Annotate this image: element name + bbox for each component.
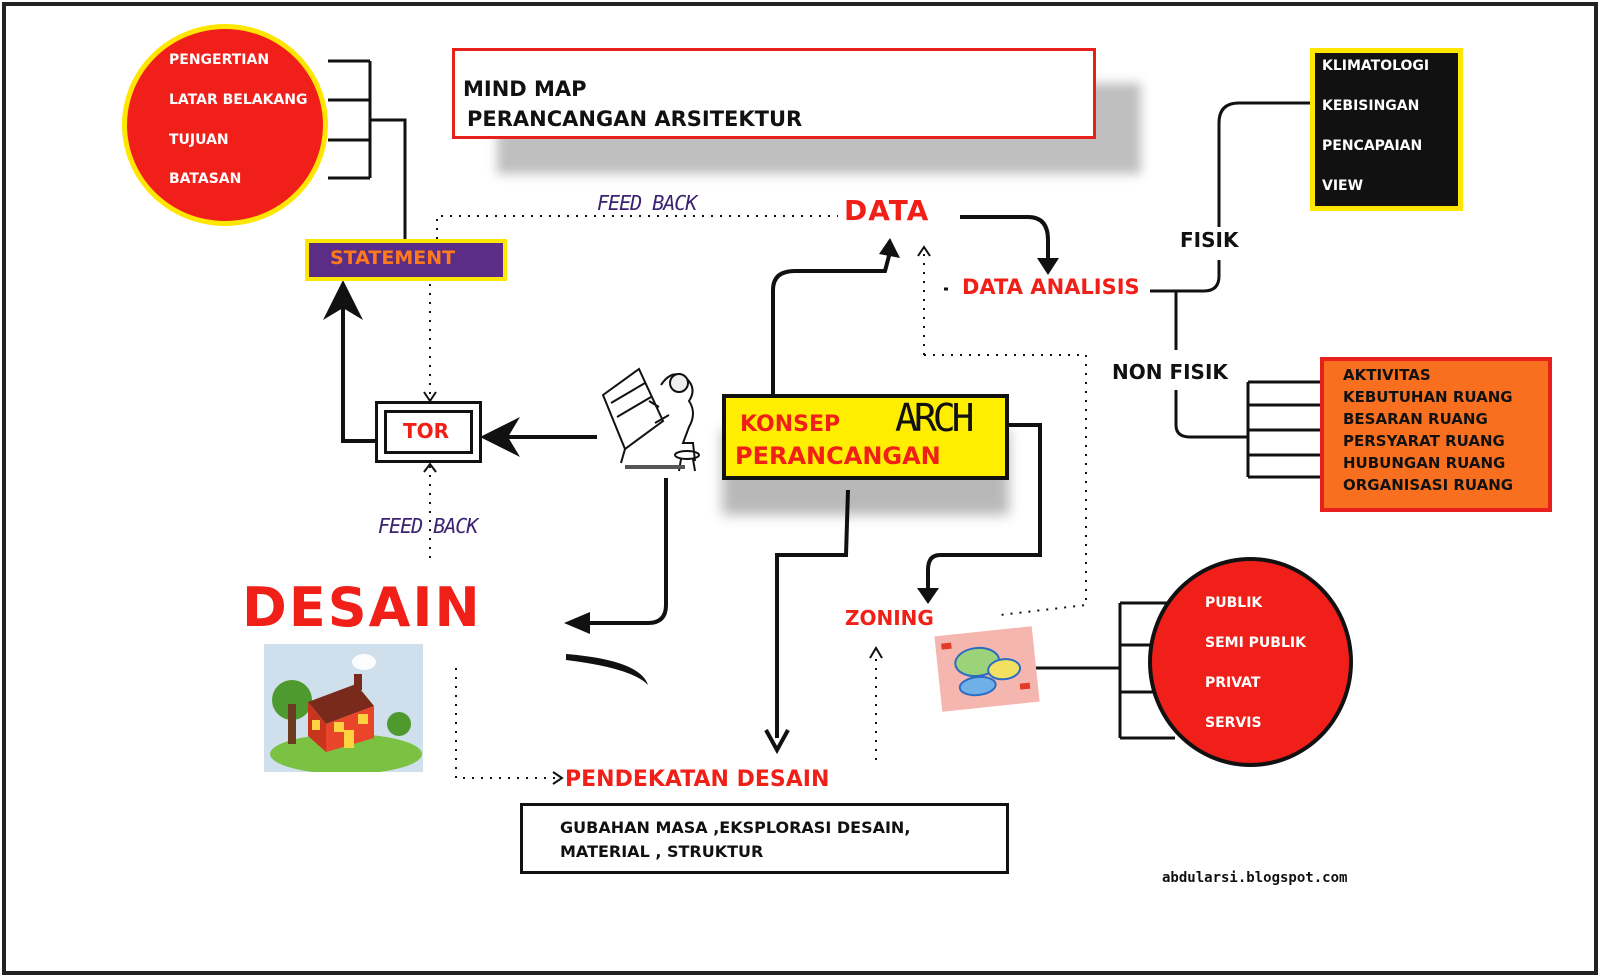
zoning-item-semi-publik: SEMI PUBLIK	[1205, 635, 1306, 651]
non-fisik-item-aktivitas: AKTIVITAS	[1343, 366, 1431, 384]
fisik-item-klimatologi: KLIMATOLOGI	[1322, 58, 1430, 74]
non-fisik-item-besaran: BESARAN RUANG	[1343, 410, 1488, 428]
non-fisik-bracket	[1246, 380, 1320, 479]
konsep-box	[722, 394, 1009, 480]
title-line-2: PERANCANGAN ARSITEKTUR	[467, 107, 803, 131]
konsep-label-1: KONSEP	[740, 412, 841, 437]
konsep-to-pendekatan-arrow	[775, 489, 850, 738]
desain-label: DESAIN	[242, 576, 482, 639]
non-fisik-item-kebutuhan: KEBUTUHAN RUANG	[1343, 388, 1513, 406]
fisik-items-box	[1310, 48, 1463, 211]
house-pendekatan-dotted	[455, 668, 558, 779]
non-fisik-item-persyarat: PERSYARAT RUANG	[1343, 432, 1505, 450]
zoning-label: ZONING	[845, 606, 934, 630]
zoning-item-publik: PUBLIK	[1205, 595, 1263, 611]
statement-box	[305, 239, 507, 281]
drawing-to-desain-arrow	[580, 478, 668, 625]
tor-label: TOR	[403, 419, 450, 443]
swoosh	[566, 654, 648, 685]
fisik-item-view: VIEW	[1322, 178, 1364, 194]
tor-to-statement-arrow	[323, 280, 375, 443]
circle-item-pengertian: PENGERTIAN	[169, 52, 270, 68]
architect-drawing-icon	[597, 355, 712, 475]
konsep-label-2: PERANCANGAN	[735, 442, 941, 470]
feedback-top-label: FEED BACK	[597, 191, 697, 215]
gubahan-line-1: GUBAHAN MASA ,EKSPLORASI DESAIN,	[560, 818, 911, 837]
feedback-left-label: FEED BACK	[378, 514, 478, 538]
feedback-top-dotted	[436, 215, 838, 239]
tor-box-inner	[384, 410, 473, 454]
non-fisik-item-hubungan: HUBUNGAN RUANG	[1343, 454, 1506, 472]
non-fisik-items-box	[1320, 357, 1552, 512]
title-line-1: MIND MAP	[463, 77, 587, 101]
fisik-item-pencapaian: PENCAPAIAN	[1322, 138, 1423, 154]
data-analisis-label: DATA ANALISIS	[962, 275, 1140, 299]
statement-label: STATEMENT	[330, 247, 456, 269]
fisik-item-kebisingan: KEBISINGAN	[1322, 98, 1420, 114]
konsep-to-zoning-arrow	[926, 423, 1042, 590]
zoning-dotted-loop	[924, 354, 1087, 616]
circle-zoning	[1148, 557, 1353, 767]
circle-pengertian	[122, 24, 328, 226]
gubahan-line-2: MATERIAL , STRUKTUR	[560, 842, 764, 861]
zoning-diagram-icon	[934, 626, 1040, 712]
data-label: DATA	[844, 194, 930, 227]
circle-item-batasan: BATASAN	[169, 171, 242, 187]
circle-item-tujuan: TUJUAN	[169, 132, 229, 148]
title-box	[452, 48, 1096, 139]
footer-url: abdularsi.blogspot.com	[1162, 870, 1348, 886]
pendekatan-label: PENDEKATAN DESAIN	[565, 767, 830, 792]
circle-top-bracket	[328, 59, 407, 239]
data-to-analisis-arrow	[960, 215, 1050, 262]
gubahan-box	[520, 803, 1009, 874]
arch-logo: ARCH	[895, 396, 974, 440]
zoning-item-servis: SERVIS	[1205, 715, 1262, 731]
circle-item-latar-belakang: LATAR BELAKANG	[169, 92, 308, 108]
zoning-item-privat: PRIVAT	[1205, 675, 1261, 691]
house-illustration-icon	[264, 644, 423, 772]
konsep-to-data-arrow	[771, 251, 892, 394]
non-fisik-item-organisasi: ORGANISASI RUANG	[1343, 476, 1514, 494]
analisis-branch	[1150, 101, 1310, 439]
non-fisik-label: NON FISIK	[1112, 360, 1228, 384]
fisik-label: FISIK	[1180, 228, 1239, 252]
